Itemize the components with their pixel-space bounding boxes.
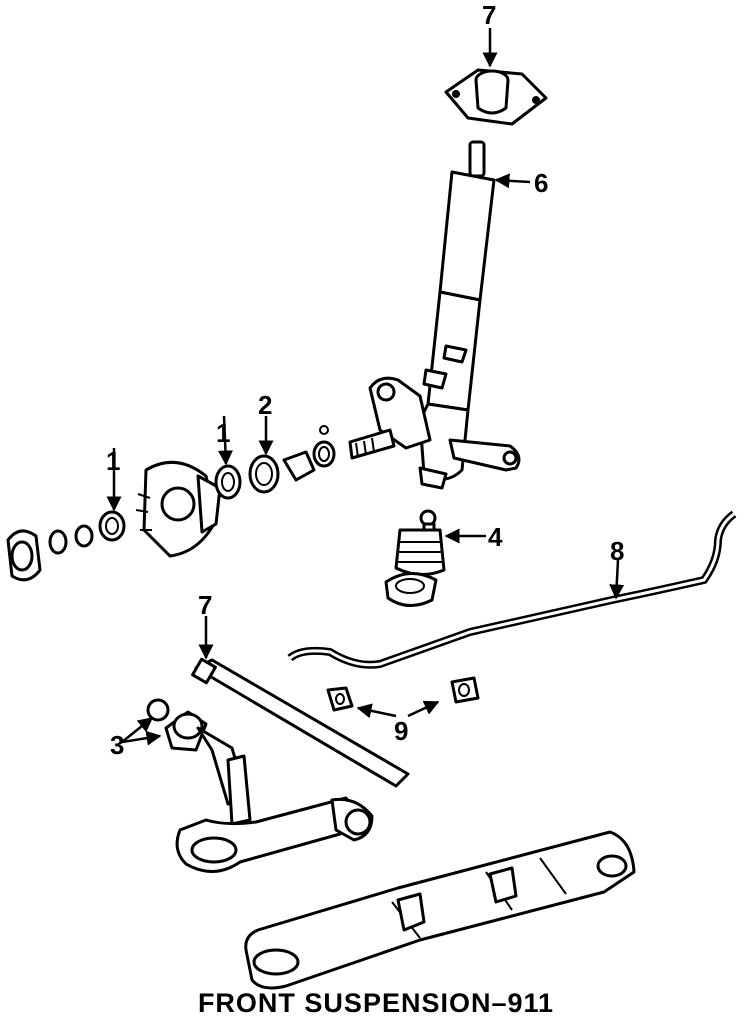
callout-2: 2 bbox=[258, 390, 272, 420]
control-arm-part bbox=[146, 698, 374, 873]
crossmember-part bbox=[244, 830, 636, 990]
diagram-caption: FRONT SUSPENSION–911 bbox=[197, 988, 555, 1018]
callout-leaders bbox=[106, 28, 625, 746]
callout-5: 6 bbox=[534, 168, 548, 198]
strut-assembly-part bbox=[348, 140, 521, 490]
strut-mount-part bbox=[444, 68, 548, 126]
stabilizer-bushing-part bbox=[326, 676, 480, 712]
callout-1-outer: 1 bbox=[106, 446, 120, 476]
callout-1-inner: 1 bbox=[216, 418, 230, 448]
callout-4: 4 bbox=[488, 522, 503, 552]
stabilizer-bar-part bbox=[287, 510, 737, 669]
callout-7: 7 bbox=[198, 590, 212, 620]
callout-6: 7 bbox=[482, 0, 496, 30]
ball-joint-part bbox=[384, 509, 446, 607]
callout-8: 8 bbox=[610, 536, 624, 566]
torsion-bar-part bbox=[191, 657, 410, 788]
hub-and-bearings-part bbox=[6, 425, 336, 582]
callout-3: 3 bbox=[110, 730, 124, 760]
callout-9: 9 bbox=[394, 716, 408, 746]
